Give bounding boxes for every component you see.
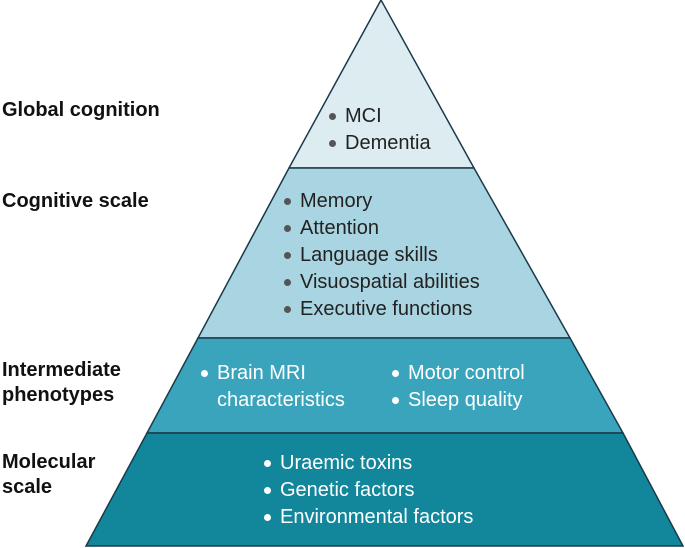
list-item: Motor control: [391, 360, 525, 387]
list-intermediate-left: Brain MRI characteristics: [200, 360, 345, 414]
label-line: Molecular: [2, 451, 96, 473]
list-item: Genetic factors: [263, 477, 473, 504]
list-item-line: characteristics: [217, 389, 345, 411]
label-global-cognition: Global cognition: [2, 99, 160, 121]
list-molecular-scale: Uraemic toxins Genetic factors Environme…: [263, 450, 473, 531]
list-item: Language skills: [283, 242, 480, 269]
tier-molecular-scale-shape: [84, 432, 685, 547]
list-item: Brain MRI characteristics: [200, 360, 345, 414]
label-intermediate-phenotypes: Intermediate phenotypes: [2, 358, 121, 408]
list-item-line: Brain MRI: [217, 362, 306, 384]
list-item: Executive functions: [283, 296, 480, 323]
list-item: Memory: [283, 188, 480, 215]
list-global-cognition: MCI Dementia: [328, 103, 431, 157]
list-item: Uraemic toxins: [263, 450, 473, 477]
list-item: Visuospatial abilities: [283, 269, 480, 296]
label-molecular-scale: Molecular scale: [2, 450, 95, 500]
list-item: MCI: [328, 103, 431, 130]
list-item: Dementia: [328, 130, 431, 157]
label-line: phenotypes: [2, 384, 115, 406]
list-item: Attention: [283, 215, 480, 242]
list-item: Environmental factors: [263, 504, 473, 531]
label-line: Intermediate: [2, 359, 121, 381]
label-cognitive-scale: Cognitive scale: [2, 190, 149, 212]
list-item: Sleep quality: [391, 387, 525, 414]
list-cognitive-scale: Memory Attention Language skills Visuosp…: [283, 188, 480, 323]
label-line: scale: [2, 476, 53, 498]
list-intermediate-right: Motor control Sleep quality: [391, 360, 525, 414]
